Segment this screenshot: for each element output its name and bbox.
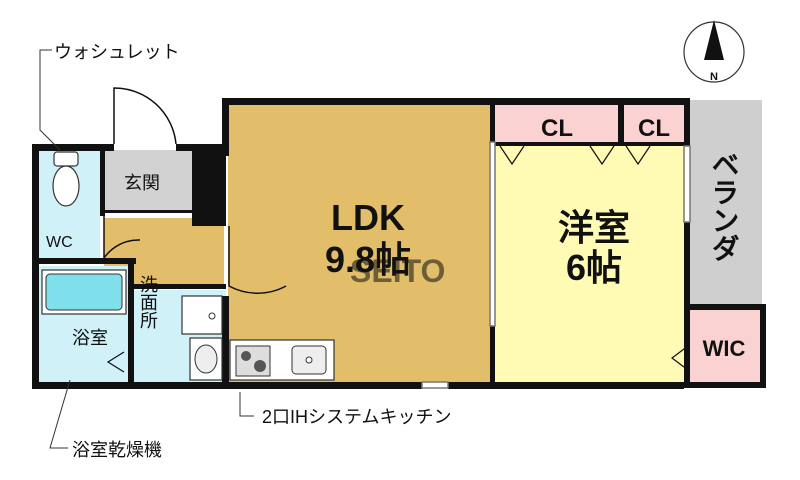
entrance-floor	[104, 150, 194, 210]
windows	[421, 141, 691, 389]
balcony-area	[686, 100, 762, 304]
washbasin-icon	[181, 295, 223, 335]
entrance-label: 玄関	[124, 173, 160, 193]
bathroom-label: 浴室	[72, 328, 108, 348]
washlet-label: ウォシュレット	[54, 42, 180, 62]
closet-2	[624, 104, 684, 146]
doors	[103, 87, 287, 294]
kitchen-label: 2口IHシステムキッチン	[262, 407, 451, 427]
ldk-size: 9.8帖	[325, 239, 411, 280]
western-room-name: 洋室	[558, 207, 630, 248]
ldk-floor	[228, 104, 492, 382]
wic-area	[688, 310, 760, 386]
washer-icon	[189, 337, 223, 381]
watermark: SEITO	[350, 253, 445, 289]
kitchen-counter	[229, 339, 335, 381]
wc-label: WC	[46, 234, 73, 251]
closet-1	[494, 104, 620, 146]
closet-2-label: CL	[638, 115, 670, 142]
compass-north-label: N	[710, 71, 718, 83]
washroom-label: 洗面所	[138, 275, 158, 329]
closet-door-marks	[106, 145, 689, 373]
wic-label: WIC	[703, 336, 746, 361]
compass-icon: N	[683, 20, 745, 83]
leader-lines	[39, 49, 254, 449]
balcony-label: ベランダ	[709, 150, 740, 262]
western-room-size: 6帖	[566, 247, 622, 288]
bathtub-icon	[41, 269, 127, 315]
toilet-icon	[52, 151, 80, 207]
bath-dryer-label: 浴室乾燥機	[72, 440, 162, 460]
closet-1-label: CL	[541, 115, 573, 142]
western-room-floor	[494, 146, 684, 382]
walls	[32, 98, 766, 389]
ldk-name: LDK	[331, 197, 405, 238]
